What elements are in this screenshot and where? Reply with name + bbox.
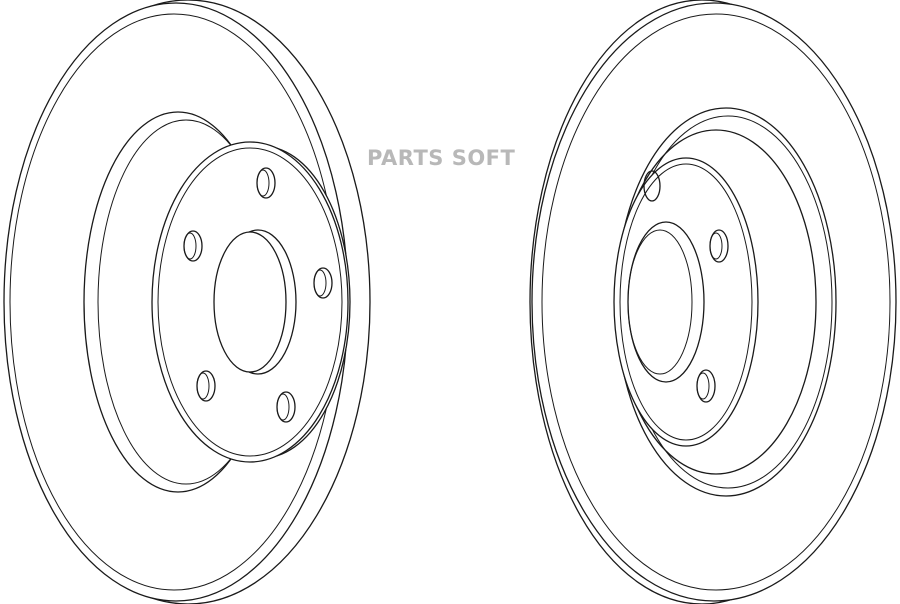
centre-bore-depth xyxy=(627,229,693,375)
rotor-chamfer-line xyxy=(541,13,891,591)
bolt-holes-front xyxy=(183,167,333,423)
bolt-hole xyxy=(643,170,661,202)
bolt-hole xyxy=(256,167,276,199)
bolt-hole xyxy=(196,370,216,402)
bolt-hole xyxy=(696,369,716,403)
bolt-holes-rear xyxy=(643,170,729,403)
disc-front-view xyxy=(3,0,371,604)
bolt-hole xyxy=(276,391,296,423)
recess-floor-inner xyxy=(619,163,753,441)
bolt-hole xyxy=(183,230,203,262)
disc-rear-view xyxy=(529,0,897,604)
bolt-hole xyxy=(709,229,729,263)
bolt-hole xyxy=(313,267,333,299)
watermark-text: PARTS SOFT xyxy=(367,146,516,170)
hat-top-face-inner xyxy=(157,147,343,457)
centre-bore xyxy=(213,231,287,373)
